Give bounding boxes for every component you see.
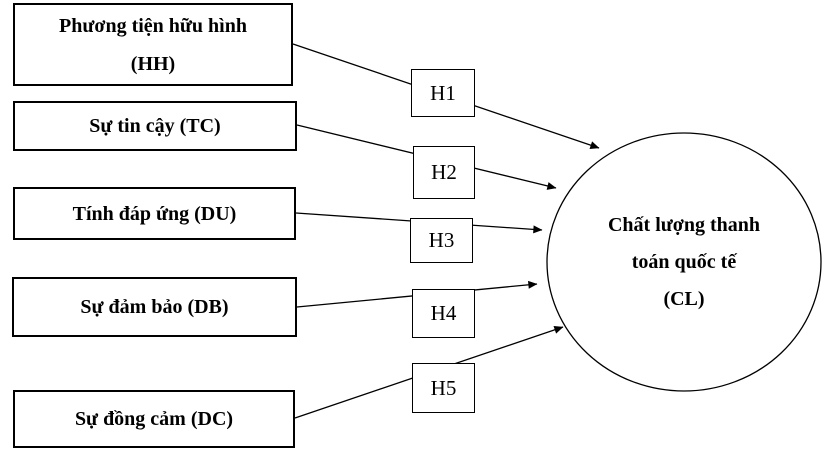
- hypothesis-label-h3: H3: [428, 228, 455, 252]
- hypothesis-label-h1: H1: [430, 80, 456, 105]
- outcome-circle: [546, 132, 822, 392]
- hypothesis-label-h5: H5: [430, 375, 457, 400]
- factor-box-dam-bao: Sự đảm bảo (DB): [12, 277, 297, 337]
- hypothesis-label-h4: H4: [430, 301, 457, 325]
- outcome-label-line: Chất lượng thanh: [607, 214, 760, 236]
- factor-box-dap-ung: Tính đáp ứng (DU): [13, 187, 296, 240]
- hypothesis-box-h5: H5: [412, 363, 475, 413]
- factor-box-dong-cam: Sự đồng cảm (DC): [13, 390, 295, 448]
- hypothesis-box-h3: H3: [410, 218, 473, 263]
- factor-box-tin-cay: Sự tin cậy (TC): [13, 101, 297, 151]
- outcome-label-line: (CL): [663, 288, 705, 310]
- outcome-label: Chất lượng thanh toán quốc tế (CL): [564, 207, 804, 318]
- hypothesis-box-h1: H1: [411, 69, 475, 117]
- factor-label-line: (HH): [130, 52, 176, 75]
- factor-label-line: Sự tin cậy (TC): [89, 115, 221, 137]
- factor-label-line: Phương tiện hữu hình: [59, 14, 247, 37]
- hypothesis-box-h4: H4: [412, 289, 475, 338]
- hypothesis-label-h2: H2: [431, 160, 457, 184]
- factor-label-line: Sự đồng cảm (DC): [74, 408, 234, 430]
- factor-label-line: Tính đáp ứng (DU): [72, 202, 237, 225]
- factor-box-huu-hinh: Phương tiện hữu hình (HH): [13, 3, 293, 86]
- hypothesis-box-h2: H2: [413, 146, 475, 199]
- factor-label-line: Sự đảm bảo (DB): [80, 296, 229, 318]
- outcome-label-line: toán quốc tế: [631, 251, 737, 273]
